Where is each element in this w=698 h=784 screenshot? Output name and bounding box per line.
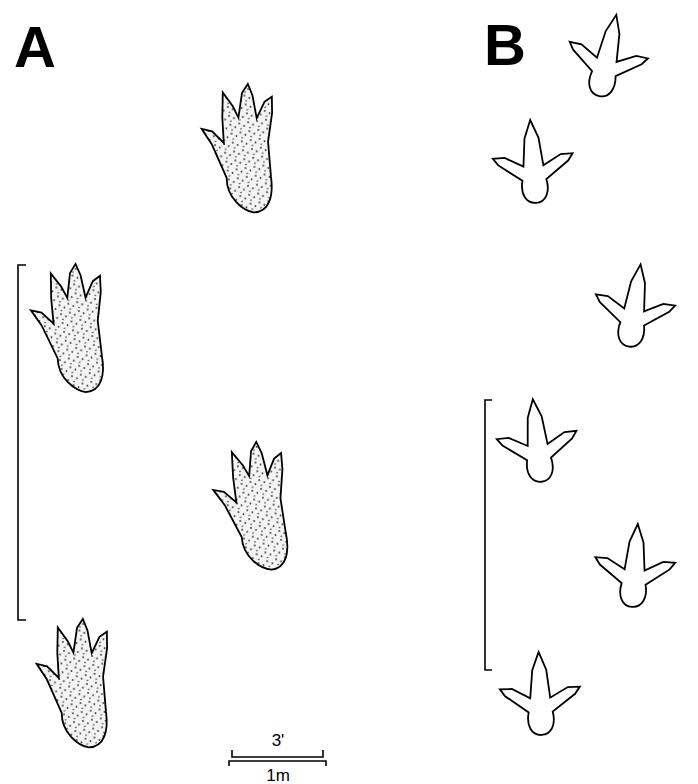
footprint [31, 616, 122, 753]
scale-bar [229, 750, 326, 766]
footprint [24, 260, 119, 399]
footprint [592, 521, 678, 609]
footprint [490, 117, 576, 205]
footprint [499, 651, 582, 737]
stride-bracket [485, 400, 492, 670]
footprint [589, 259, 680, 352]
stippled-footprints [24, 81, 304, 753]
outline-footprints [490, 7, 680, 737]
stride-brackets [18, 265, 492, 670]
stride-bracket [18, 265, 26, 620]
footprint [205, 437, 304, 578]
panel-letter: A [14, 18, 56, 76]
scale-label: 1m [266, 767, 290, 784]
scale-label: 3' [272, 732, 285, 749]
metre-scale [229, 761, 326, 766]
footprint [560, 7, 656, 105]
footprint [196, 81, 287, 218]
feet-scale [232, 750, 323, 757]
footprint [493, 395, 581, 486]
panel-letter: B [484, 16, 526, 74]
